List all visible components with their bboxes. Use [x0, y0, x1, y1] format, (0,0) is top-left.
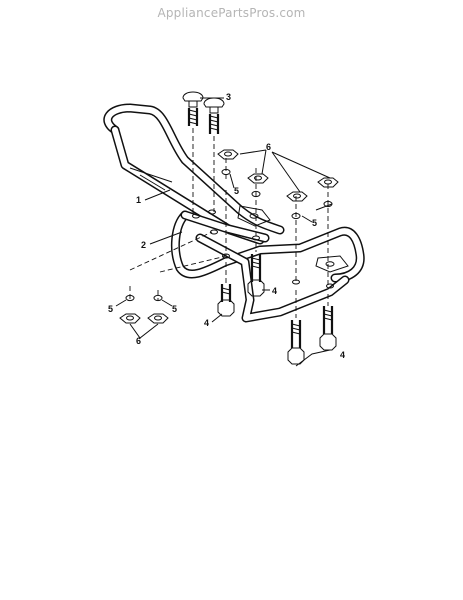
callout-1: 1	[136, 195, 141, 205]
callout-4-left: 4	[204, 318, 209, 328]
hex-nut-3	[286, 191, 308, 202]
callout-5-bottom-left: 5	[108, 304, 113, 314]
callout-4-right: 4	[340, 350, 345, 360]
carriage-bolt-right	[203, 97, 225, 134]
carriage-bolt-left	[182, 91, 204, 126]
watermark: AppliancePartsPros.com	[157, 6, 306, 20]
hex-nut-4	[317, 177, 339, 188]
callout-6-bottom: 6	[136, 336, 141, 346]
hex-nut-2	[247, 173, 269, 184]
callout-5-top-left: 5	[234, 186, 239, 196]
leader-lines	[115, 97, 333, 367]
mounting-plate-lower	[315, 255, 349, 273]
hex-bolt-left	[217, 284, 235, 317]
hex-nut-1	[217, 149, 239, 160]
callout-6-top: 6	[266, 142, 271, 152]
callout-5-bottom-right: 5	[172, 304, 177, 314]
frame-lower	[170, 210, 365, 323]
hex-bolt-center	[247, 254, 265, 297]
callout-3: 3	[226, 92, 231, 102]
callout-2: 2	[141, 240, 146, 250]
callout-5-top-right: 5	[312, 218, 317, 228]
hex-nut-6	[147, 313, 169, 324]
callout-4-center: 4	[272, 286, 277, 296]
hex-bolt-front	[287, 320, 305, 365]
hex-bolt-back	[319, 306, 337, 351]
hex-nut-5	[119, 313, 141, 324]
frame-holes	[192, 209, 334, 289]
mounting-plate-upper	[237, 205, 271, 227]
